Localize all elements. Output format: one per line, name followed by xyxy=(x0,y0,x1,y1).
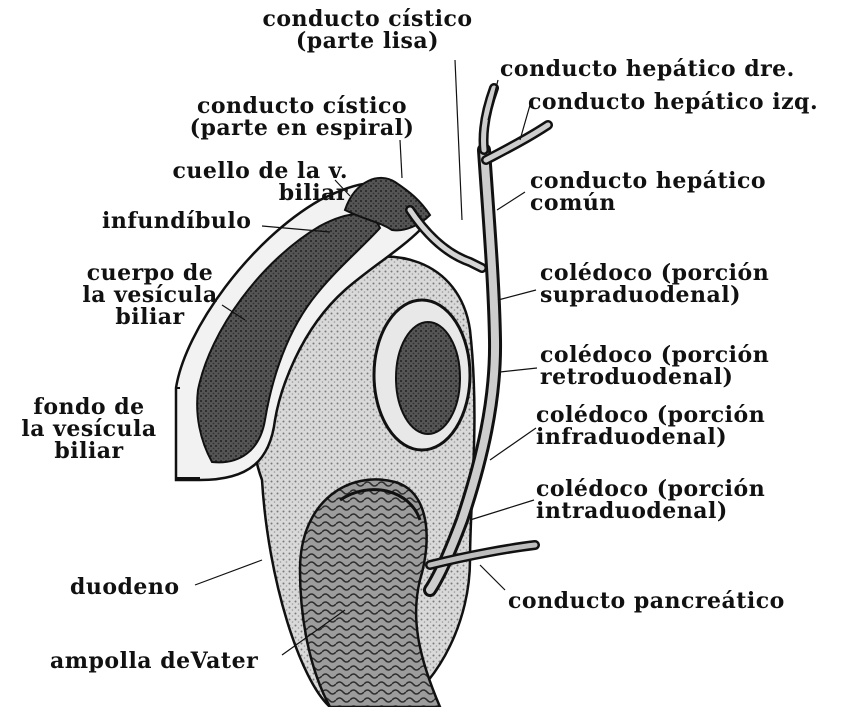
label-cbd-intraduodenal: colédoco (porción intraduodenal) xyxy=(536,478,765,522)
duodenum-lumen-inner xyxy=(396,322,460,434)
label-cbd-infraduodenal: colédoco (porción infraduodenal) xyxy=(536,404,765,448)
label-cystic-duct-smooth: conducto cístico (parte lisa) xyxy=(245,8,490,52)
label-right-hepatic-duct: conducto hepático dre. xyxy=(500,58,795,80)
label-cystic-duct-spiral: conducto cístico (parte en espiral) xyxy=(178,95,426,139)
label-gallbladder-fundus: fondo de la vesícula biliar xyxy=(8,396,170,462)
label-gallbladder-body: cuerpo de la vesícula biliar xyxy=(70,262,230,328)
label-cbd-supraduodenal: colédoco (porción supraduodenal) xyxy=(540,262,769,306)
label-pancreatic-duct: conducto pancreático xyxy=(508,590,785,612)
label-left-hepatic-duct: conducto hepático izq. xyxy=(528,91,818,113)
label-infundibulum: infundíbulo xyxy=(102,210,251,232)
label-cbd-retroduodenal: colédoco (porción retroduodenal) xyxy=(540,344,769,388)
label-duodenum: duodeno xyxy=(70,576,180,598)
label-ampulla-of-vater: ampolla deVater xyxy=(50,650,258,672)
cystic-duct xyxy=(410,210,482,268)
label-gallbladder-neck: cuello de la v. biliar xyxy=(120,160,348,204)
label-common-hepatic-duct: conducto hepático común xyxy=(530,170,766,214)
